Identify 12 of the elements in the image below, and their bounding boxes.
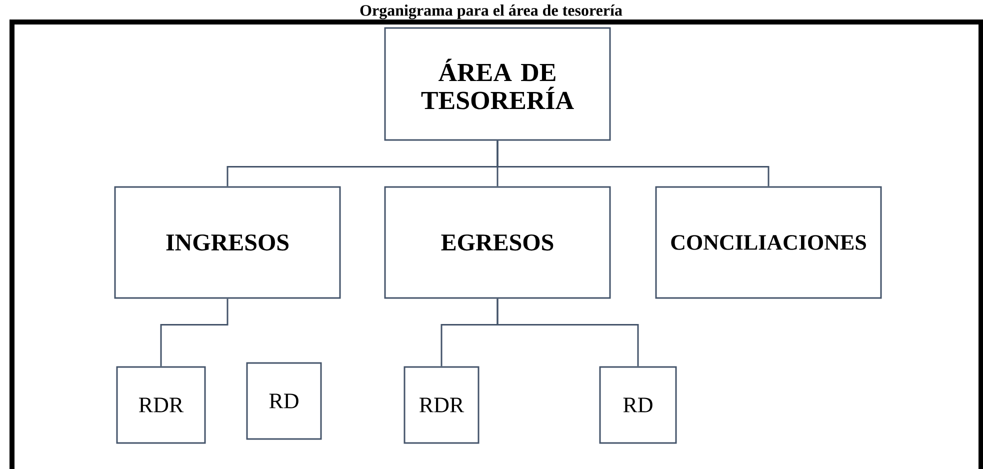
- unit-box: ÁREA DE TESORERÍA: [384, 27, 611, 141]
- connector-line: [160, 298, 228, 366]
- unit-box: EGRESOS: [384, 186, 611, 299]
- unit-box: INGRESOS: [114, 186, 341, 299]
- connector-line: [496, 298, 639, 366]
- connector-line: [496, 140, 770, 186]
- sub-unit-box: RDR: [116, 366, 206, 444]
- sub-unit-box: RD: [246, 362, 322, 440]
- title: Organigrama para el área de tesorería: [360, 4, 622, 20]
- sub-unit-box: RDR: [404, 366, 480, 444]
- sub-unit-box: RD: [599, 366, 677, 444]
- unit-box: CONCILIACIONES: [655, 186, 882, 299]
